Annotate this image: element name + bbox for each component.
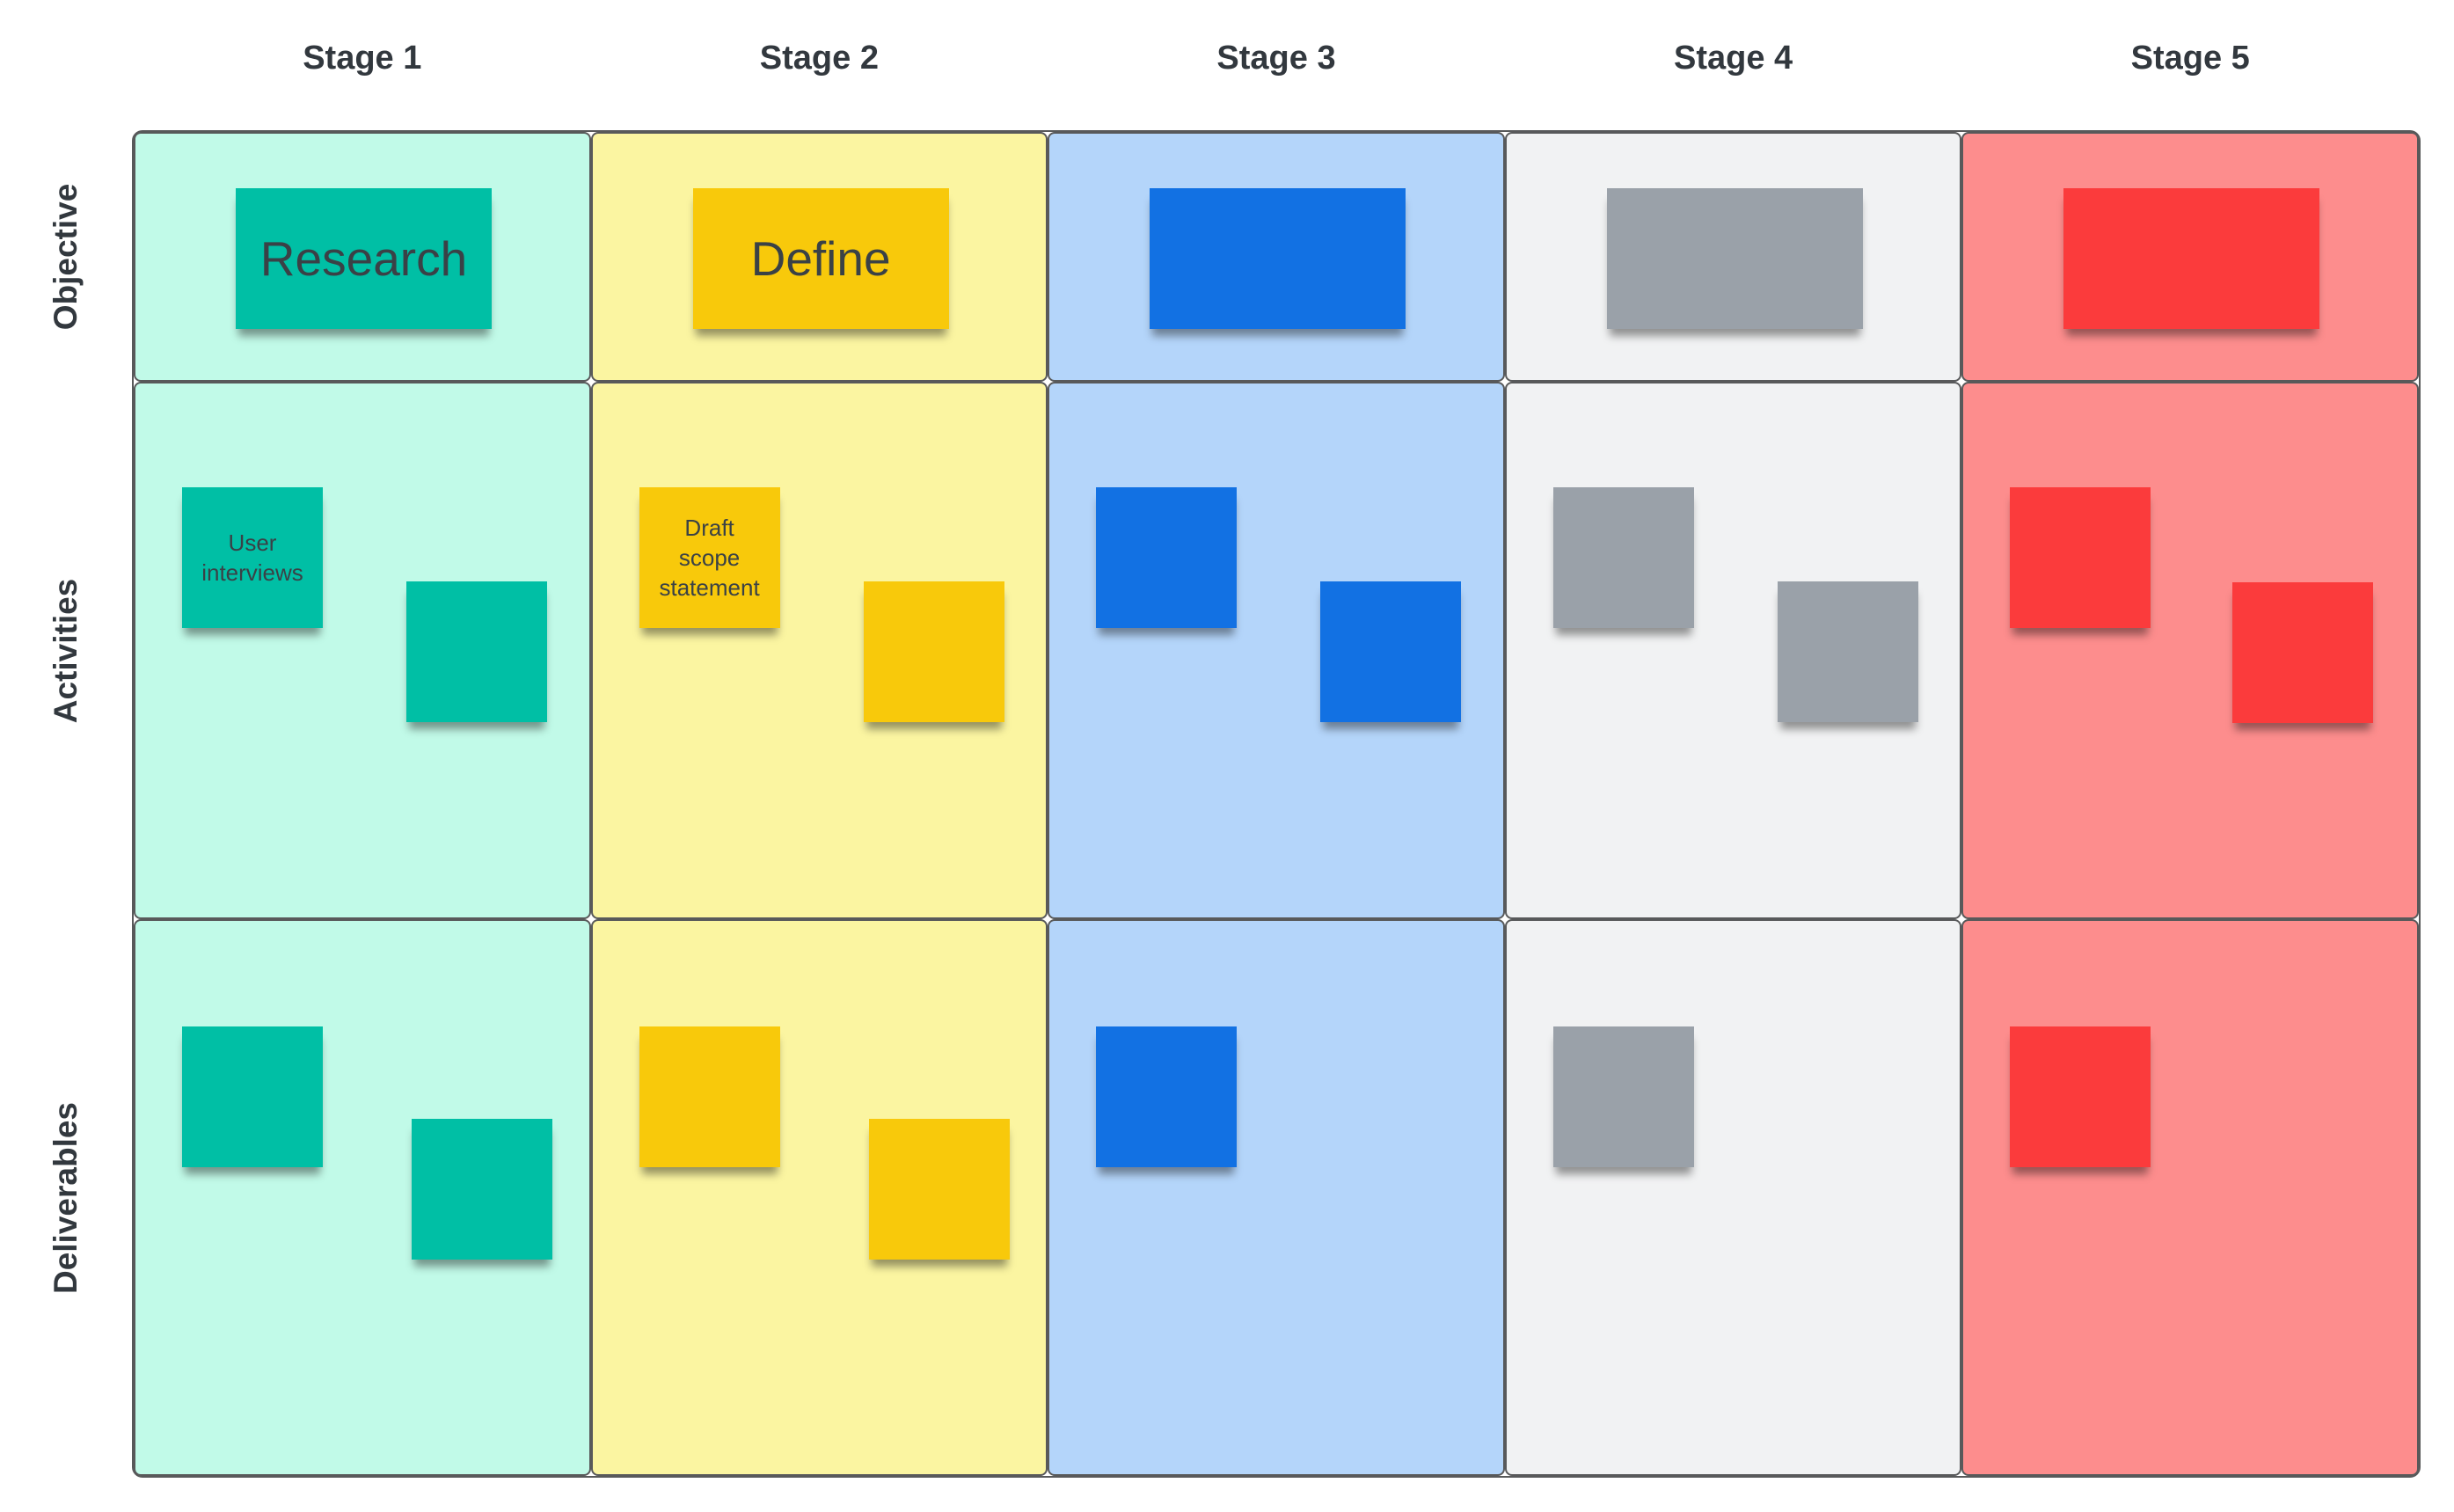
cell-objective-stage-3[interactable]	[1048, 132, 1505, 382]
stage-header-row: Stage 1 Stage 2 Stage 3 Stage 4 Stage 5	[134, 25, 2419, 91]
row-label-activities: Activities	[47, 578, 84, 724]
sticky-note[interactable]	[1320, 581, 1462, 722]
sticky-note[interactable]: Define	[692, 188, 949, 329]
cell-objective-stage-4[interactable]	[1504, 132, 1962, 382]
cell-activities-stage-1[interactable]: User interviews	[134, 382, 591, 919]
sticky-note[interactable]	[2010, 1026, 2151, 1167]
sticky-note[interactable]: Research	[236, 188, 492, 329]
cell-deliverables-stage-1[interactable]	[134, 919, 591, 1476]
sticky-note[interactable]	[1096, 1026, 1238, 1167]
cell-activities-stage-2[interactable]: Draft scope statement	[590, 382, 1048, 919]
sticky-note[interactable]	[1096, 487, 1238, 628]
stage-header-1: Stage 1	[303, 39, 422, 77]
cell-deliverables-stage-3[interactable]	[1048, 919, 1505, 1476]
sticky-note[interactable]	[639, 1026, 780, 1167]
sticky-note[interactable]	[1552, 487, 1694, 628]
sticky-note[interactable]	[1777, 581, 1918, 722]
stage-header-3: Stage 3	[1216, 39, 1336, 77]
cell-objective-stage-5[interactable]	[1961, 132, 2419, 382]
stage-header-5: Stage 5	[2130, 39, 2250, 77]
sticky-note[interactable]	[1552, 1026, 1694, 1167]
cell-deliverables-stage-4[interactable]	[1504, 919, 1962, 1476]
sticky-note-text: Research	[259, 230, 468, 286]
sticky-note[interactable]	[1606, 188, 1863, 329]
sticky-note[interactable]	[2010, 487, 2151, 628]
cell-activities-stage-5[interactable]	[1961, 382, 2419, 919]
stage-header-2: Stage 2	[759, 39, 879, 77]
cell-deliverables-stage-5[interactable]	[1961, 919, 2419, 1476]
sticky-note-text: Define	[750, 230, 891, 286]
cell-activities-stage-4[interactable]	[1504, 382, 1962, 919]
sticky-note[interactable]	[868, 1119, 1010, 1260]
cell-deliverables-stage-2[interactable]	[590, 919, 1048, 1476]
stage-header-4: Stage 4	[1674, 39, 1793, 77]
sticky-note[interactable]	[412, 1119, 552, 1260]
sticky-note-text: User interviews	[201, 529, 303, 586]
cell-objective-stage-2[interactable]: Define	[590, 132, 1048, 382]
sticky-note[interactable]	[863, 581, 1004, 722]
sticky-note[interactable]	[182, 1026, 323, 1167]
sticky-note[interactable]	[406, 581, 547, 722]
row-label-deliverables: Deliverables	[47, 1101, 84, 1295]
row-label-objective: Objective	[47, 183, 84, 331]
cell-activities-stage-3[interactable]	[1048, 382, 1505, 919]
sticky-note[interactable]: Draft scope statement	[639, 487, 780, 628]
cell-objective-stage-1[interactable]: Research	[134, 132, 591, 382]
sticky-note[interactable]	[2232, 582, 2374, 723]
sticky-note[interactable]	[1150, 188, 1406, 329]
sticky-note[interactable]: User interviews	[182, 487, 323, 628]
sticky-note-text: Draft scope statement	[659, 514, 760, 602]
sticky-note[interactable]	[2063, 188, 2320, 329]
